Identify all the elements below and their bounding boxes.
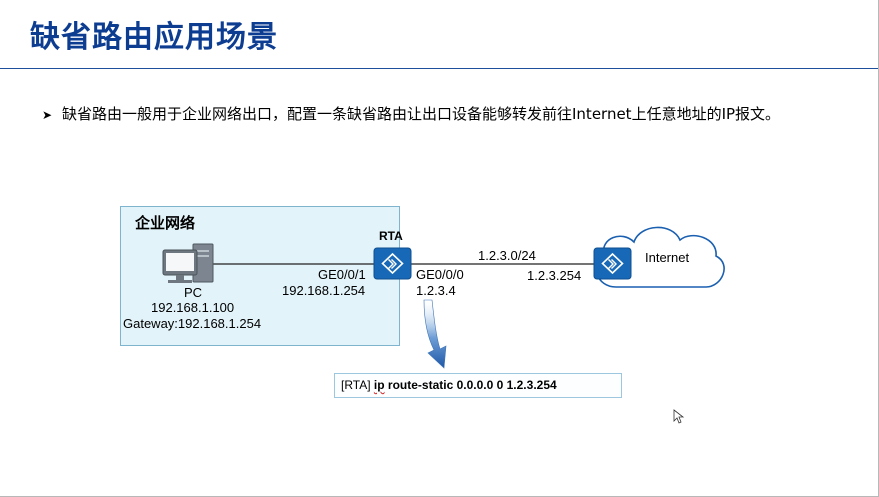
command-text: route-static 0.0.0.0 0 1.2.3.254 — [384, 378, 557, 392]
rta-right-ip: 1.2.3.4 — [416, 283, 456, 298]
curved-arrow-icon — [423, 299, 447, 369]
router-icon — [593, 247, 632, 280]
mouse-pointer-icon — [673, 409, 685, 424]
enterprise-network-region — [120, 206, 400, 346]
pc-ip: 192.168.1.100 — [151, 300, 235, 315]
title-divider — [0, 68, 879, 69]
pc-gateway: Gateway:192.168.1.254 — [123, 316, 262, 331]
arrowhead-bullet-icon: ➤ — [42, 108, 53, 122]
router-icon — [373, 247, 412, 280]
router-name: RTA — [379, 229, 403, 243]
isp-router-ip: 1.2.3.254 — [527, 268, 582, 283]
pc-label: PC — [184, 285, 203, 300]
slide-title: 缺省路由应用场景 — [30, 20, 278, 55]
command-prompt: [RTA] — [341, 378, 371, 392]
wan-network: 1.2.3.0/24 — [478, 248, 536, 263]
cloud-label: Internet — [645, 250, 690, 265]
rta-left-ip: 192.168.1.254 — [282, 283, 366, 298]
command-keyword: ip — [373, 378, 385, 392]
bullet-point: ➤ 缺省路由一般用于企业网络出口，配置一条缺省路由让出口设备能够转发前往Inter… — [42, 104, 780, 125]
region-label: 企业网络 — [135, 214, 196, 232]
command-box: [RTA] ip route-static 0.0.0.0 0 1.2.3.25… — [334, 373, 622, 398]
rta-right-interface: GE0/0/0 — [416, 267, 464, 282]
desktop-computer-icon — [162, 243, 214, 283]
bullet-text: 缺省路由一般用于企业网络出口，配置一条缺省路由让出口设备能够转发前往Intern… — [62, 105, 781, 123]
rta-left-interface: GE0/0/1 — [318, 267, 366, 282]
